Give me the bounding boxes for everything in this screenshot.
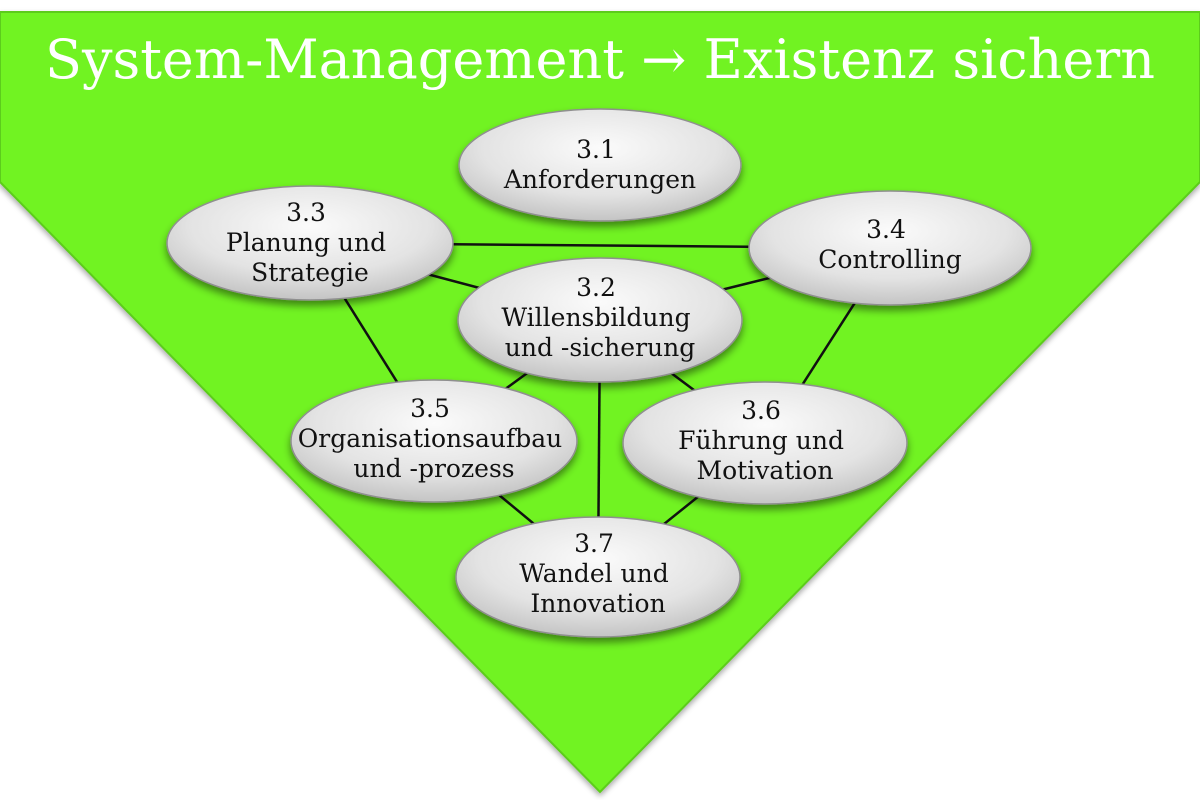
node-number: 3.3 xyxy=(286,198,326,227)
diagram-title: System-Management → Existenz sichern xyxy=(45,28,1155,91)
node-ellipse xyxy=(748,190,1032,306)
node-planung-und-strategie: 3.3 Planung und Strategie xyxy=(166,185,454,301)
node-label: 3.6 Führung und Motivation xyxy=(678,396,852,485)
node-line: Willensbildung xyxy=(501,303,690,332)
node-ellipse xyxy=(455,516,741,638)
node-line: und -sicherung xyxy=(505,333,695,362)
node-anforderungen: 3.1 Anforderungen xyxy=(458,108,742,222)
node-line: Strategie xyxy=(251,258,369,287)
node-label: 3.5 Organisationsaufbau und -prozess xyxy=(298,394,570,483)
node-number: 3.1 xyxy=(576,135,616,164)
node-label: 3.2 Willensbildung und -sicherung xyxy=(501,273,698,362)
node-line: Innovation xyxy=(530,589,665,618)
node-line: Anforderungen xyxy=(503,165,696,194)
node-line: Wandel und xyxy=(519,559,668,588)
node-willensbildung: 3.2 Willensbildung und -sicherung xyxy=(457,257,743,383)
node-line: Controlling xyxy=(818,245,961,274)
node-ellipse xyxy=(458,108,742,222)
node-line: Planung und xyxy=(226,228,386,257)
node-ellipse xyxy=(622,381,908,505)
node-number: 3.6 xyxy=(741,396,781,425)
node-fuehrung-und-motivation: 3.6 Führung und Motivation xyxy=(622,381,908,505)
node-label: 3.1 Anforderungen xyxy=(503,135,696,194)
node-ellipse xyxy=(290,379,578,503)
node-wandel-und-innovation: 3.7 Wandel und Innovation xyxy=(455,516,741,638)
node-number: 3.7 xyxy=(574,529,614,558)
node-number: 3.2 xyxy=(576,273,616,302)
node-number: 3.5 xyxy=(410,394,450,423)
node-number: 3.4 xyxy=(866,215,906,244)
node-ellipse xyxy=(166,185,454,301)
node-group: 3.1 Anforderungen 3.3 Planung und Strate… xyxy=(166,108,1032,638)
node-label: 3.7 Wandel und Innovation xyxy=(519,529,676,618)
node-label: 3.4 Controlling xyxy=(818,215,961,274)
node-line: Motivation xyxy=(697,456,834,485)
node-line: und -prozess xyxy=(353,454,514,483)
node-label: 3.3 Planung und Strategie xyxy=(226,198,394,287)
node-line: Organisationsaufbau xyxy=(298,424,562,453)
node-organisationsaufbau: 3.5 Organisationsaufbau und -prozess xyxy=(290,379,578,503)
node-controlling: 3.4 Controlling xyxy=(748,190,1032,306)
node-ellipse xyxy=(457,257,743,383)
node-line: Führung und xyxy=(678,426,844,455)
